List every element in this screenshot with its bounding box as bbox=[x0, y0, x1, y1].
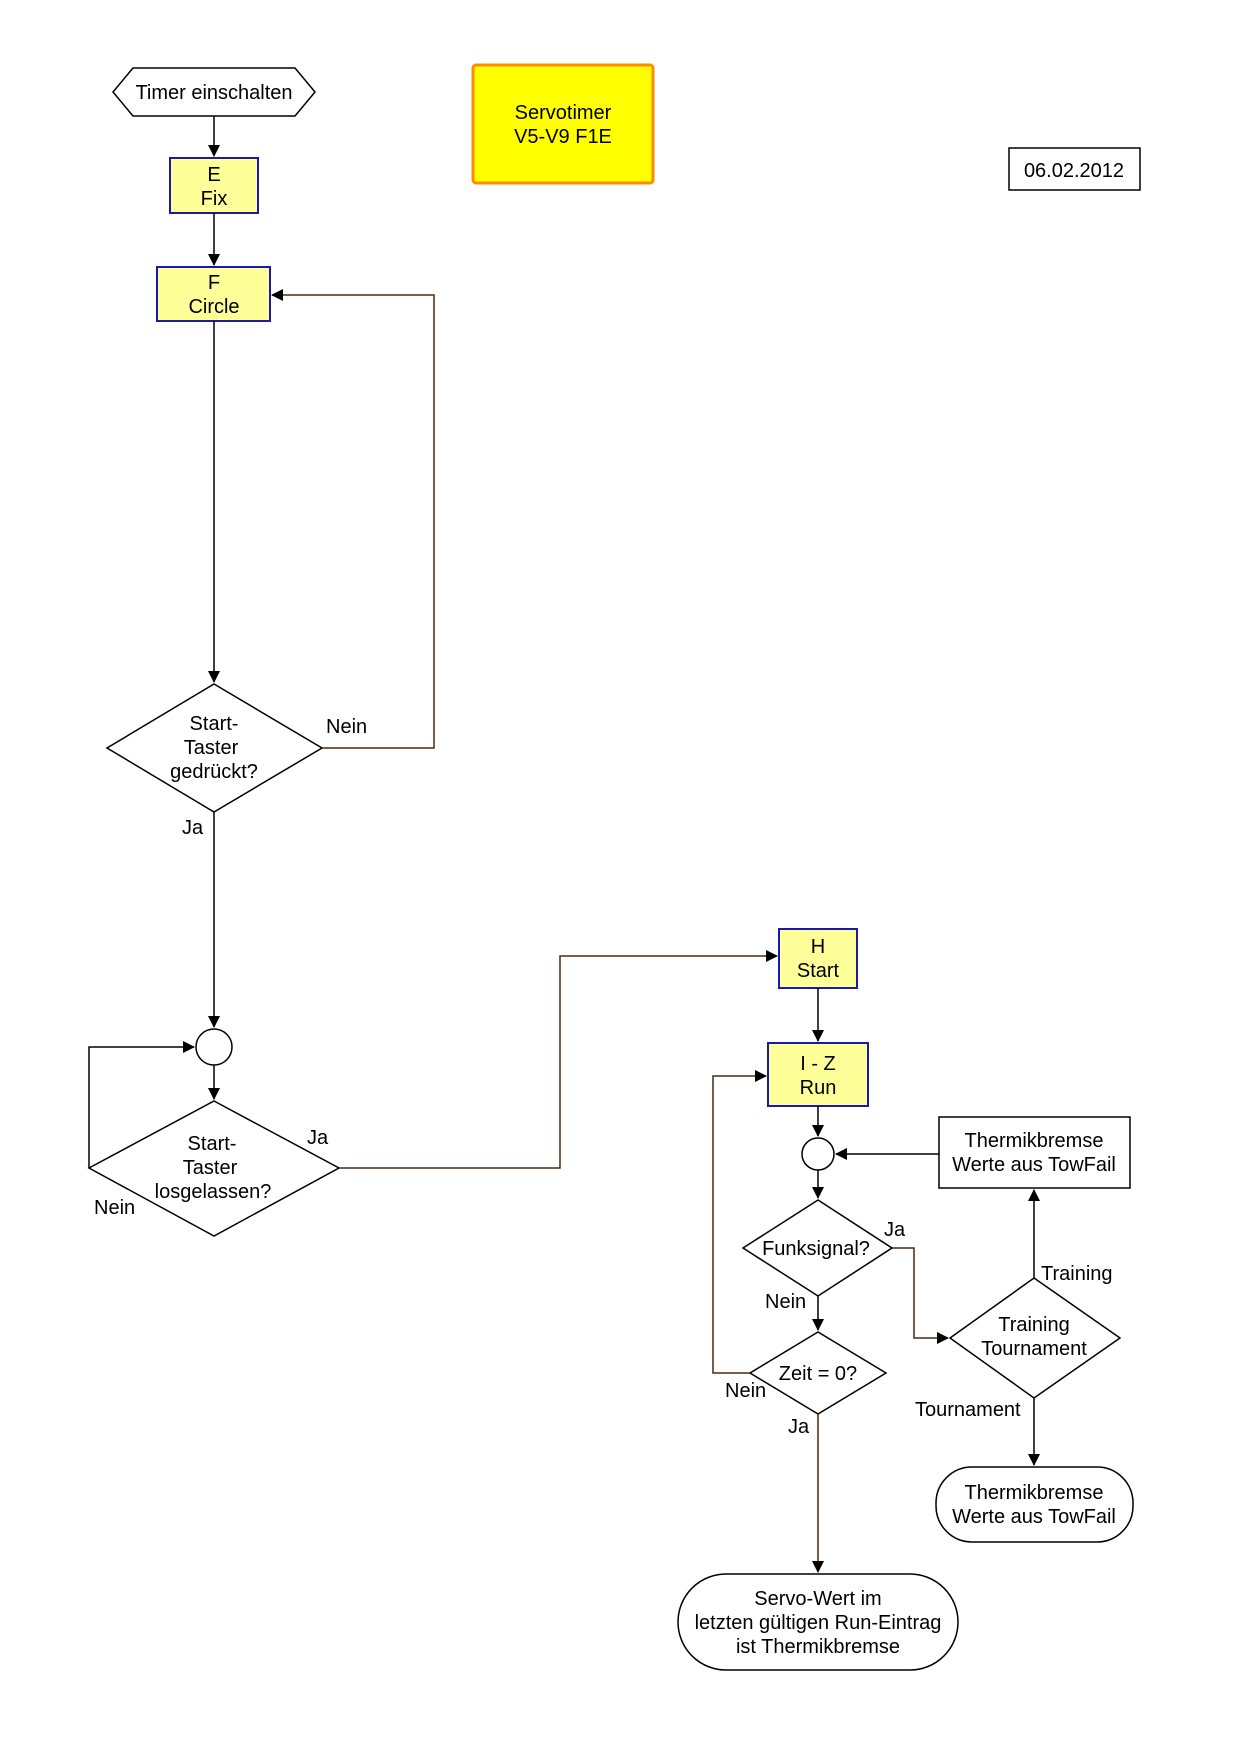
arrow-zeit-no-loop bbox=[712, 1070, 767, 1374]
start-label: Timer einschalten bbox=[135, 82, 292, 104]
decision-start-pressed: Start- Taster gedrückt? bbox=[105, 683, 324, 813]
thermik-bottom-line1: Thermikbremse bbox=[965, 1482, 1104, 1504]
arrow-decision1-no-loop bbox=[271, 289, 435, 749]
training-decision-line1: Training bbox=[998, 1314, 1070, 1336]
box-h-start: H Start bbox=[778, 928, 858, 989]
box-iz-run: I - Z Run bbox=[767, 1042, 869, 1107]
box-f-line1: F bbox=[208, 272, 220, 294]
connectors bbox=[88, 116, 1040, 1573]
thermik-top-line1: Thermikbremse bbox=[965, 1130, 1104, 1152]
thermik-box-top: Thermikbremse Werte aus TowFail bbox=[938, 1116, 1131, 1189]
zeit-label: Zeit = 0? bbox=[779, 1363, 857, 1385]
decision2-line2: Taster bbox=[183, 1157, 238, 1179]
decision1-yes-label: Ja bbox=[182, 817, 204, 839]
start-terminator: Timer einschalten bbox=[112, 67, 316, 117]
thermik-box-bottom: Thermikbremse Werte aus TowFail bbox=[935, 1466, 1134, 1543]
zeit-yes-label: Ja bbox=[788, 1416, 810, 1438]
decision1-no-label: Nein bbox=[326, 716, 367, 738]
thermik-bottom-line2: Werte aus TowFail bbox=[952, 1506, 1116, 1528]
arrow-decision2-yes-to-h bbox=[339, 950, 778, 1169]
end-line3: ist Thermikbremse bbox=[736, 1636, 900, 1658]
zeit-no-label: Nein bbox=[725, 1380, 766, 1402]
training-label: Training bbox=[1041, 1263, 1113, 1285]
decision2-no-label: Nein bbox=[94, 1197, 135, 1219]
box-h-line2: Start bbox=[797, 960, 840, 982]
decision1-line3: gedrückt? bbox=[170, 761, 258, 783]
decision2-line1: Start- bbox=[188, 1133, 237, 1155]
end-line1: Servo-Wert im bbox=[754, 1588, 881, 1610]
decision1-line1: Start- bbox=[190, 713, 239, 735]
box-iz-line1: I - Z bbox=[800, 1053, 836, 1075]
connector-circle-1 bbox=[195, 1028, 233, 1066]
decision1-line2: Taster bbox=[184, 737, 239, 759]
arrow-decision2-no-loop bbox=[88, 1041, 195, 1168]
date-label: 06.02.2012 bbox=[1024, 160, 1124, 182]
thermik-top-line2: Werte aus TowFail bbox=[952, 1154, 1116, 1176]
box-h-line1: H bbox=[811, 936, 825, 958]
box-f-line2: Circle bbox=[188, 296, 239, 318]
box-e-line2: Fix bbox=[201, 188, 228, 210]
box-f-circle: F Circle bbox=[156, 266, 271, 322]
title-line1: Servotimer bbox=[515, 102, 612, 124]
decision2-line3: losgelassen? bbox=[155, 1181, 272, 1203]
decision2-yes-label: Ja bbox=[307, 1127, 329, 1149]
end-terminator: Servo-Wert im letzten gültigen Run-Eintr… bbox=[677, 1573, 959, 1671]
decision-start-released: Start- Taster losgelassen? bbox=[87, 1100, 341, 1237]
decision-funksignal: Funksignal? bbox=[741, 1199, 894, 1297]
box-e-line1: E bbox=[207, 164, 220, 186]
tournament-label: Tournament bbox=[915, 1399, 1021, 1421]
box-e-fix: E Fix bbox=[169, 157, 259, 214]
decision-training-tournament: Training Tournament bbox=[948, 1277, 1122, 1399]
date-box: 06.02.2012 bbox=[1008, 147, 1141, 191]
end-line2: letzten gültigen Run-Eintrag bbox=[695, 1612, 942, 1634]
training-decision-line2: Tournament bbox=[981, 1338, 1087, 1360]
funksignal-no-label: Nein bbox=[765, 1291, 806, 1313]
title-line2: V5-V9 F1E bbox=[514, 126, 612, 148]
decision-zeit: Zeit = 0? bbox=[748, 1331, 888, 1415]
connector-circle-2 bbox=[801, 1137, 835, 1171]
funksignal-yes-label: Ja bbox=[884, 1219, 906, 1241]
box-iz-line2: Run bbox=[800, 1077, 837, 1099]
funksignal-label: Funksignal? bbox=[762, 1238, 870, 1260]
title-box: Servotimer V5-V9 F1E bbox=[471, 63, 655, 185]
arrow-funksignal-yes-to-training bbox=[892, 1247, 949, 1344]
